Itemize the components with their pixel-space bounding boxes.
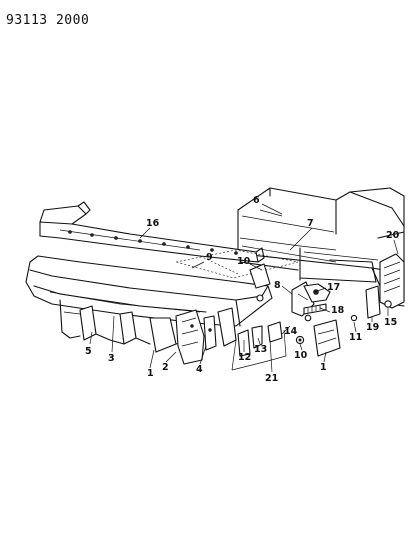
deck-lid-edge xyxy=(259,209,283,217)
bracket-1-lower xyxy=(313,319,341,357)
pad-10-upper xyxy=(249,263,271,289)
callout-13: 13 xyxy=(254,344,267,355)
callout-labels: 16 6 7 20 9 10 8 17 18 14 10 11 19 15 5 … xyxy=(85,195,400,384)
callout-10-lower: 10 xyxy=(294,350,308,361)
callout-8: 8 xyxy=(274,280,281,291)
tail-lamp xyxy=(379,253,405,309)
callout-11: 11 xyxy=(349,332,362,343)
callout-20: 20 xyxy=(386,230,400,241)
callout-5: 5 xyxy=(85,346,92,357)
bolt-18 xyxy=(303,303,327,315)
bracket-assembly-17 xyxy=(291,281,331,322)
leader-lines xyxy=(89,203,399,373)
callout-17: 17 xyxy=(327,282,340,293)
callout-12: 12 xyxy=(238,352,251,363)
bumper-fascia xyxy=(25,255,273,353)
callout-3: 3 xyxy=(108,353,115,364)
callout-6: 6 xyxy=(253,195,260,206)
callout-2: 2 xyxy=(162,362,169,373)
catalog-code: 93113 2000 xyxy=(6,13,89,28)
callout-19: 19 xyxy=(366,322,379,333)
side-brackets xyxy=(175,307,237,365)
mounting-plane xyxy=(175,249,299,279)
callout-10-upper: 10 xyxy=(237,256,251,267)
callout-4: 4 xyxy=(196,364,203,375)
nut-15 xyxy=(384,300,392,308)
callout-14: 14 xyxy=(284,326,298,337)
callout-21: 21 xyxy=(265,373,278,384)
callout-18: 18 xyxy=(331,305,345,316)
callout-7: 7 xyxy=(307,218,314,229)
callout-1-right: 1 xyxy=(320,362,327,373)
callout-1-left: 1 xyxy=(147,368,154,379)
bracket-19 xyxy=(365,285,381,319)
bumper-reinforcement xyxy=(39,201,265,263)
washer-11 xyxy=(350,314,358,322)
nut-10-upper xyxy=(256,294,264,302)
callout-9: 9 xyxy=(206,252,213,263)
callout-16: 16 xyxy=(146,218,160,229)
callout-15: 15 xyxy=(384,317,397,328)
